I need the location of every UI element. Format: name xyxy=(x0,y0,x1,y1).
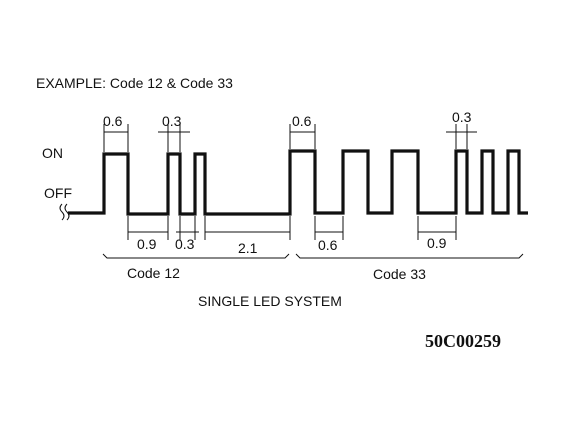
bottom-duration-marker-2 xyxy=(176,216,199,240)
bottom-duration-marker-4 xyxy=(314,216,344,240)
code33-bracket xyxy=(295,253,524,259)
bottom-duration-marker-3 xyxy=(204,216,291,240)
top-duration-marker-3 xyxy=(289,124,316,149)
bottom-duration-marker-1 xyxy=(127,216,169,240)
top-duration-label-1: 0.6 xyxy=(103,113,123,129)
top-duration-marker-1 xyxy=(103,124,129,152)
break-symbol-icon xyxy=(59,203,70,221)
code12-group-label: Code 12 xyxy=(127,265,180,281)
top-duration-label-2: 0.3 xyxy=(162,113,182,129)
figure-reference-id: 50C00259 xyxy=(425,331,501,351)
off-level-label: OFF xyxy=(44,185,72,201)
bottom-duration-label-4: 0.6 xyxy=(318,237,338,253)
led-signal-waveform xyxy=(68,149,528,216)
diagram-title: EXAMPLE: Code 12 & Code 33 xyxy=(36,75,233,91)
bottom-duration-label-1: 0.9 xyxy=(137,236,157,252)
top-duration-label-4: 0.3 xyxy=(452,109,472,125)
top-duration-marker-4 xyxy=(446,124,477,149)
code33-group-label: Code 33 xyxy=(373,266,426,282)
bottom-duration-label-3: 2.1 xyxy=(238,240,258,256)
bottom-duration-marker-5 xyxy=(417,216,457,240)
bottom-duration-label-2: 0.3 xyxy=(175,236,195,252)
code12-bracket xyxy=(102,253,290,259)
diagram-caption: SINGLE LED SYSTEM xyxy=(198,293,342,309)
top-duration-label-3: 0.6 xyxy=(292,113,312,129)
on-level-label: ON xyxy=(42,145,63,161)
bottom-duration-label-5: 0.9 xyxy=(427,235,447,251)
top-duration-marker-2 xyxy=(158,124,190,152)
